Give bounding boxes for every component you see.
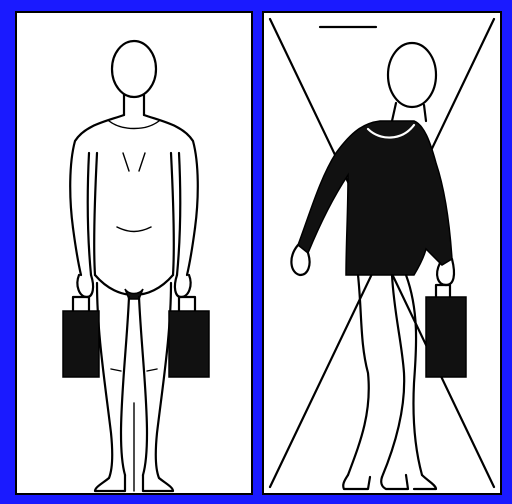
briefs-line: [95, 275, 173, 295]
head-shape: [112, 41, 156, 97]
briefcase-icon: [169, 297, 209, 377]
right-foot: [414, 475, 436, 489]
left-arm: [73, 153, 91, 275]
sweater-shape: [298, 121, 452, 275]
chest-marks: [123, 153, 145, 171]
right-arm: [177, 153, 195, 275]
left-foot: [343, 475, 370, 489]
center-foot: [381, 475, 408, 489]
shoulders-shape: [70, 115, 198, 228]
knee-marks: [111, 369, 157, 371]
standing-figure-icon: [264, 13, 500, 493]
torso-sides: [94, 153, 174, 275]
panel-correct-posture: [15, 11, 253, 495]
briefcase-icon: [63, 297, 99, 377]
right-hand: [175, 275, 191, 297]
head-shape: [388, 43, 436, 107]
legs-shape: [348, 275, 422, 477]
left-hand: [77, 275, 93, 297]
briefs-shade: [125, 289, 143, 299]
collar-line: [109, 121, 159, 129]
briefcase-icon: [426, 285, 466, 377]
waist-line: [117, 227, 151, 232]
standing-figure-icon: [17, 13, 251, 493]
panel-incorrect-posture: [262, 11, 502, 495]
